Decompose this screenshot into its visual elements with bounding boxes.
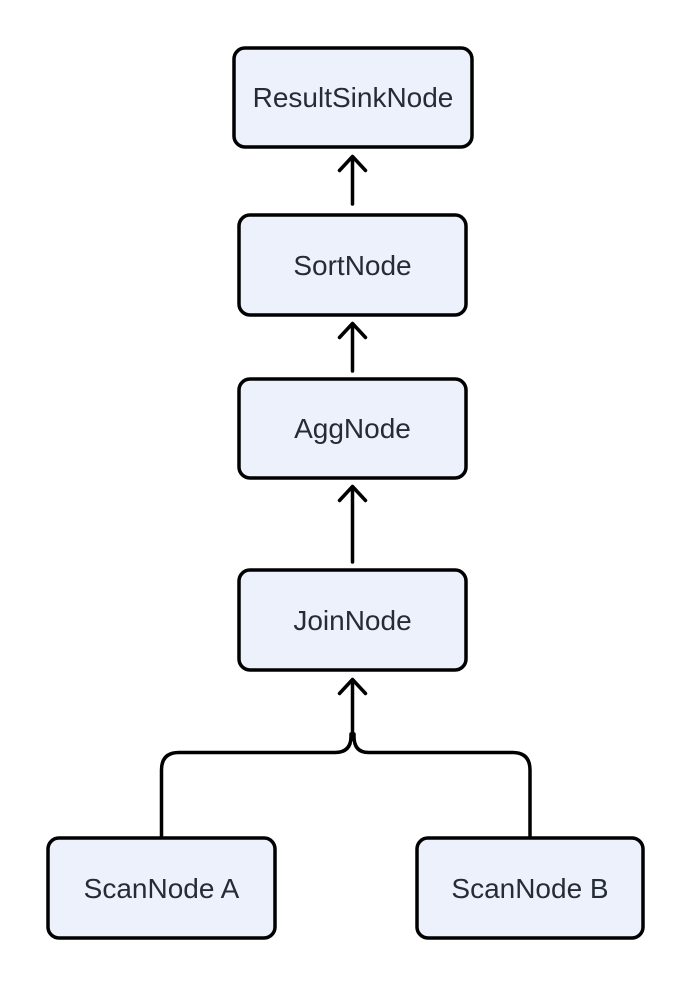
- node-label: JoinNode: [293, 605, 411, 636]
- node-aggnode: AggNode: [237, 377, 468, 480]
- edge-branch-left: [159, 732, 353, 838]
- edge-aggnode-to-sortnode: [337, 321, 368, 373]
- edge-sortnode-to-resultsinknode: [337, 154, 368, 206]
- edge-joinnode-to-aggnode: [337, 484, 368, 564]
- edge-scannodes-to-joinnode: [159, 677, 532, 838]
- node-box: [237, 377, 468, 480]
- edge-branch-right: [352, 732, 532, 838]
- node-label: ScanNode A: [84, 873, 240, 904]
- node-joinnode: JoinNode: [237, 568, 468, 672]
- node-box: [237, 213, 468, 317]
- node-label: ResultSinkNode: [253, 82, 454, 113]
- node-resultsinknode: ResultSinkNode: [232, 46, 474, 149]
- arrowhead-icon: [337, 677, 368, 696]
- node-box: [415, 836, 645, 940]
- node-scannode-b: ScanNode B: [415, 836, 645, 940]
- node-scannode-a: ScanNode A: [46, 836, 277, 940]
- node-label: ScanNode B: [451, 873, 608, 904]
- node-box: [237, 568, 468, 672]
- node-sortnode: SortNode: [237, 213, 468, 317]
- node-box: [46, 836, 277, 940]
- arrowhead-icon: [337, 154, 368, 173]
- node-box: [232, 46, 474, 149]
- arrowhead-icon: [337, 321, 368, 340]
- node-label: AggNode: [294, 413, 411, 444]
- arrowhead-icon: [337, 484, 368, 503]
- node-label: SortNode: [293, 250, 411, 281]
